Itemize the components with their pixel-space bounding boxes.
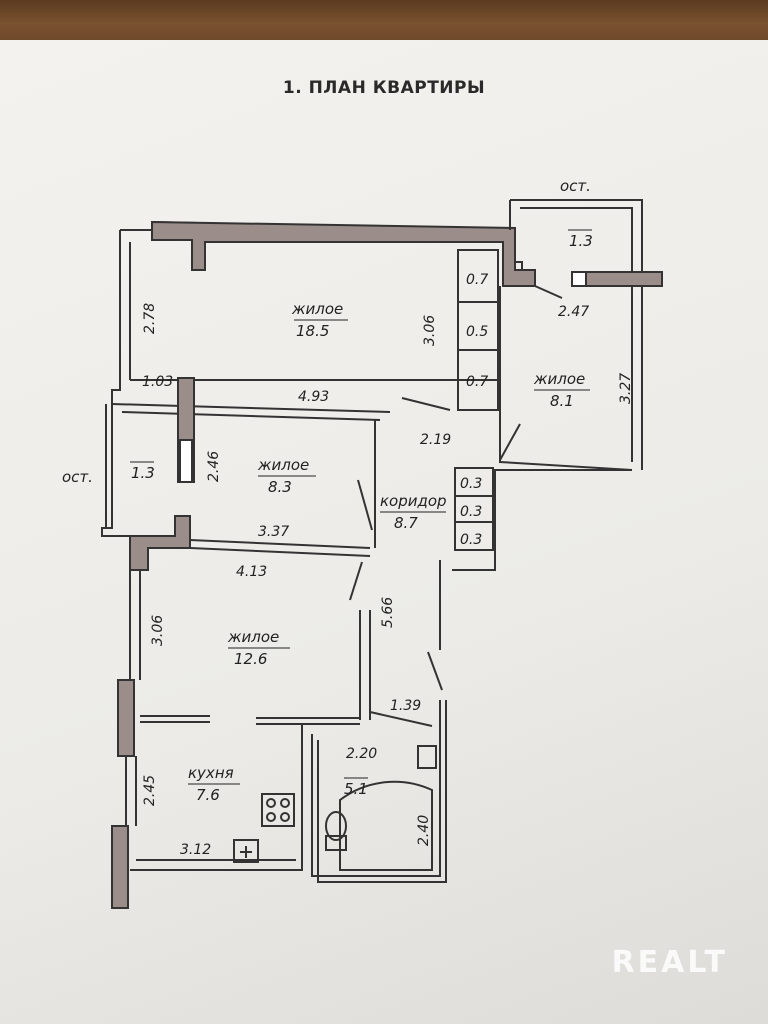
closet-2: 0.5 xyxy=(466,324,488,340)
dim-306a: 3.06 xyxy=(422,315,438,346)
living2-area: 8.1 xyxy=(550,392,574,410)
bearing-wall-top xyxy=(151,220,536,287)
balcony-right-area: 1.3 xyxy=(569,232,593,250)
bearing-wall-left xyxy=(129,515,191,571)
dim-312: 3.12 xyxy=(180,842,211,858)
kitchen-name: кухня xyxy=(188,764,234,782)
closet-4: 0.3 xyxy=(460,476,482,492)
dim-139: 1.39 xyxy=(390,698,421,714)
dim-327: 3.27 xyxy=(618,373,634,404)
kitchen-area: 7.6 xyxy=(196,786,220,804)
dim-219: 2.19 xyxy=(420,432,451,448)
dim-306b: 3.06 xyxy=(150,615,166,646)
dim-245: 2.45 xyxy=(142,775,158,806)
dim-566: 5.66 xyxy=(380,597,396,628)
balcony-right-outline xyxy=(510,199,643,470)
living2-name: жилое xyxy=(533,370,585,388)
dim-220: 2.20 xyxy=(346,746,377,762)
closet-3: 0.7 xyxy=(466,374,488,390)
page-title: 1. ПЛАН КВАРТИРЫ xyxy=(282,78,486,98)
living4-area: 12.6 xyxy=(234,650,267,668)
dim-278: 2.78 xyxy=(142,303,158,334)
balcony-left-label: ост. xyxy=(62,468,93,486)
living4-name: жилое xyxy=(227,628,279,646)
corridor-area: 8.7 xyxy=(394,514,418,532)
bath-area: 5.1 xyxy=(344,780,368,798)
window-pier-1 xyxy=(117,679,135,757)
living1-name: жилое xyxy=(291,300,343,318)
dim-337: 3.37 xyxy=(258,524,289,540)
closet-5: 0.3 xyxy=(460,504,482,520)
closet-1: 0.7 xyxy=(466,272,488,288)
dim-413: 4.13 xyxy=(236,564,267,580)
watermark-logo: REALT xyxy=(611,945,728,980)
living3-area: 8.3 xyxy=(268,478,292,496)
dim-103: 1.03 xyxy=(142,374,173,390)
dim-240: 2.40 xyxy=(416,815,432,846)
corridor-name: коридор xyxy=(380,492,447,510)
dim-246: 2.46 xyxy=(206,451,222,482)
balcony-right-label: ост. xyxy=(560,177,591,195)
living1-area: 18.5 xyxy=(296,322,329,340)
closet-6: 0.3 xyxy=(460,532,482,548)
dim-493: 4.93 xyxy=(298,389,329,405)
balcony-left-area: 1.3 xyxy=(131,464,155,482)
living3-name: жилое xyxy=(257,456,309,474)
window-pier-2 xyxy=(111,825,129,909)
dim-247: 2.47 xyxy=(558,304,589,320)
